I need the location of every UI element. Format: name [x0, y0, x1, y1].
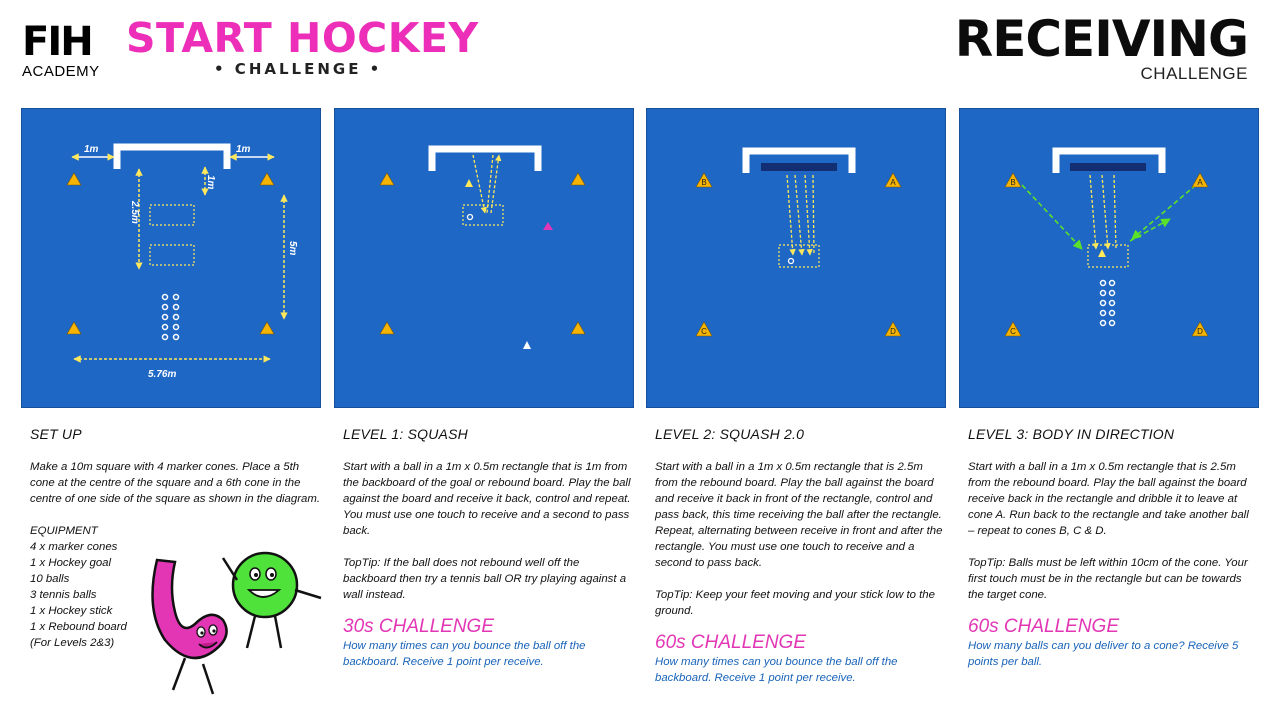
rebound-board — [761, 163, 837, 171]
logo-mark: FIH — [22, 19, 94, 65]
cone-label: D — [890, 327, 896, 336]
level1-body: Start with a ball in a 1m x 0.5m rectang… — [343, 461, 631, 537]
green-ball-mascot — [231, 551, 299, 619]
equipment-item: (For Levels 2&3) — [30, 637, 115, 649]
level2-challenge-text: How many times can you bounce the ball o… — [655, 656, 898, 684]
level3-challenge-text: How many balls can you deliver to a cone… — [968, 640, 1239, 668]
level1-diagram — [334, 108, 634, 408]
setup-heading: SET UP — [30, 426, 82, 442]
level1-tip: TopTip: If the ball does not rebound wel… — [343, 557, 627, 601]
rebound-board — [1070, 163, 1146, 171]
level3-column: LEVEL 3: BODY IN DIRECTION Start with a … — [968, 426, 1258, 670]
goal — [428, 145, 542, 171]
level2-heading: LEVEL 2: SQUASH 2.0 — [655, 426, 805, 442]
cone-marker — [66, 321, 82, 335]
cone-a: A — [884, 172, 902, 188]
level1-column: LEVEL 1: SQUASH Start with a ball in a 1… — [343, 426, 633, 670]
equipment-item: 4 x marker cones — [30, 541, 118, 553]
equipment-item: 1 x Hockey goal — [30, 557, 112, 569]
cone-label: C — [701, 327, 707, 336]
level2-tip: TopTip: Keep your feet moving and your s… — [655, 589, 935, 617]
fih-academy-logo: FIH ACADEMY — [22, 22, 108, 80]
level3-diagram: B A C D — [959, 108, 1259, 408]
cone-a: A — [1191, 172, 1209, 188]
goal — [1052, 147, 1166, 173]
player-marker — [465, 179, 473, 187]
cone-marker — [570, 172, 586, 186]
cone-marker — [379, 321, 395, 335]
label-5m: 5m — [287, 241, 298, 256]
player-marker — [543, 222, 553, 230]
level1-challenge-text: How many times can you bounce the ball o… — [343, 640, 586, 668]
level3-heading: LEVEL 3: BODY IN DIRECTION — [968, 426, 1175, 442]
equipment-item: 3 tennis balls — [30, 589, 97, 601]
cone-b: B — [1004, 172, 1022, 188]
setup-diagram: 1m 1m 1m 2.5m 5m 5.76m — [21, 108, 321, 408]
cone-c: C — [695, 321, 713, 337]
receive-rectangle — [149, 204, 195, 226]
level2-column: LEVEL 2: SQUASH 2.0 Start with a ball in… — [655, 426, 945, 686]
cone-marker — [570, 321, 586, 335]
cone-label: C — [1010, 327, 1016, 336]
label-1m-right: 1m — [236, 144, 251, 155]
receiving-subtitle: CHALLENGE — [1140, 64, 1248, 83]
equipment-item: 1 x Hockey stick — [30, 605, 113, 617]
level2-body: Start with a ball in a 1m x 0.5m rectang… — [655, 461, 943, 569]
receiving-title: RECEIVING — [954, 10, 1249, 68]
setup-intro: Make a 10m square with 4 marker cones. P… — [30, 461, 321, 505]
equipment-heading: EQUIPMENT — [30, 525, 98, 537]
goal — [742, 147, 856, 173]
player-marker — [523, 341, 531, 349]
label-1m-left: 1m — [84, 144, 99, 155]
cone-b: B — [695, 172, 713, 188]
level3-challenge-title: 60s CHALLENGE — [968, 616, 1120, 637]
setup-column: SET UP Make a 10m square with 4 marker c… — [30, 426, 320, 651]
ball — [466, 213, 474, 221]
cone-marker — [379, 172, 395, 186]
cone-d: D — [884, 321, 902, 337]
label-2-5m: 2.5m — [129, 200, 140, 224]
cone-label: B — [1010, 178, 1015, 187]
ball-group — [161, 293, 180, 341]
logo-subtitle: ACADEMY — [22, 63, 100, 80]
label-5-76m: 5.76m — [148, 369, 176, 380]
receive-rectangle — [1087, 244, 1129, 268]
mascot-illustration — [135, 540, 335, 720]
cone-marker — [259, 321, 275, 335]
ball-group — [1099, 279, 1116, 327]
ball — [787, 257, 795, 265]
cone-c: C — [1004, 321, 1022, 337]
cone-label: A — [890, 178, 896, 187]
start-hockey-subtitle: • CHALLENGE • — [214, 60, 383, 78]
cone-label: B — [701, 178, 706, 187]
level3-tip: TopTip: Balls must be left within 10cm o… — [968, 557, 1248, 601]
level2-diagram: B A C D — [646, 108, 946, 408]
receive-rectangle — [778, 244, 820, 268]
level1-heading: LEVEL 1: SQUASH — [343, 426, 468, 442]
cone-label: A — [1197, 178, 1203, 187]
level3-body: Start with a ball in a 1m x 0.5m rectang… — [968, 461, 1249, 537]
start-hockey-title: START HOCKEY — [126, 14, 479, 62]
cone-marker — [259, 172, 275, 186]
cone-marker — [66, 172, 82, 186]
level2-challenge-title: 60s CHALLENGE — [655, 632, 807, 653]
player-marker — [1098, 249, 1106, 257]
equipment-list: 4 x marker cones 1 x Hockey goal 10 ball… — [30, 539, 320, 651]
receive-rectangle — [149, 244, 195, 266]
level1-challenge-title: 30s CHALLENGE — [343, 616, 495, 637]
equipment-item: 1 x Rebound board — [30, 621, 127, 633]
pink-stick-mascot — [151, 558, 228, 660]
label-1m-vertical: 1m — [205, 175, 216, 190]
equipment-item: 10 balls — [30, 573, 70, 585]
cone-d: D — [1191, 321, 1209, 337]
cone-label: D — [1197, 327, 1203, 336]
goal — [113, 143, 231, 169]
